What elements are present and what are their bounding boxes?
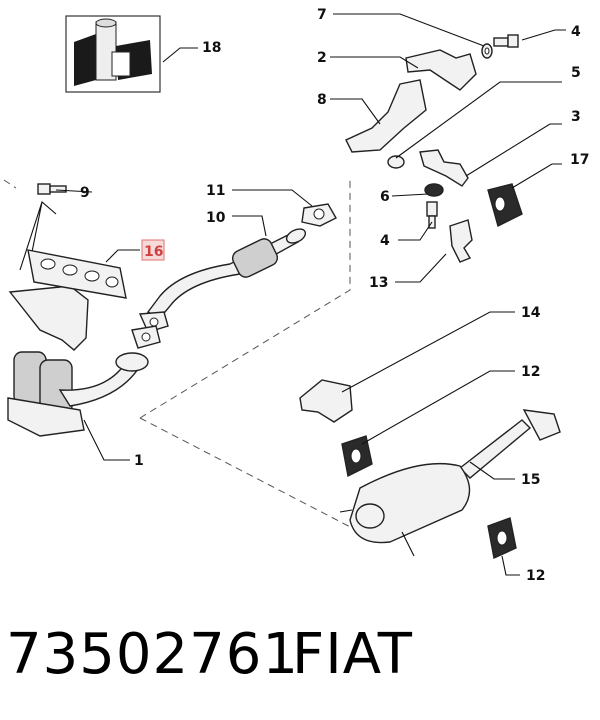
washer-icon [481,43,493,59]
assembly-boundary-line [3,179,17,189]
rear-silencer [339,409,561,557]
callout-4[interactable]: 4 [380,233,390,249]
callout-12[interactable]: 12 [521,364,540,380]
part-footer: 73502761 FIAT [0,620,600,700]
callout-7[interactable]: 7 [317,7,327,23]
washer-icon [424,183,444,197]
callout-9[interactable]: 9 [80,185,90,201]
pipe-gasket [301,203,337,227]
callout-10[interactable]: 10 [206,210,226,226]
exhaust-parts-diagram: 18 7 2 4 8 5 3 17 6 4 13 9 11 10 16 1 14… [3,7,589,584]
callout-18[interactable]: 18 [202,40,221,56]
bolt-icon [426,201,438,229]
callout-16[interactable]: 16 [144,244,163,260]
rear-support-bracket [299,379,353,423]
rubber-mount-icon [487,517,517,560]
brand-name: FIAT [292,622,413,687]
hanger-bracket [449,219,473,263]
callout-12[interactable]: 12 [526,568,545,584]
callout-13[interactable]: 13 [369,275,388,291]
callout-2[interactable]: 2 [317,50,327,66]
callout-3[interactable]: 3 [571,109,581,125]
callout-11[interactable]: 11 [206,183,225,199]
callout-4[interactable]: 4 [571,24,581,40]
bolt-icon [493,34,519,48]
bolt-group-bracket [19,201,57,271]
washer-icon [387,155,405,169]
bolt-icon [37,183,67,195]
callout-1[interactable]: 1 [134,453,144,469]
rubber-mount-icon [341,435,373,478]
rubber-mount-icon [487,183,523,228]
manifold-gasket [27,249,127,299]
callout-8[interactable]: 8 [317,92,327,108]
callout-17[interactable]: 17 [570,152,589,168]
front-exhaust-pipe [146,228,307,319]
exhaust-manifold-catalyst [7,285,149,437]
assembly-boundary-line [139,178,351,419]
callout-15[interactable]: 15 [521,472,540,488]
pipe-clamp [419,149,469,187]
fiat-parts-box-icon [65,15,161,93]
support-bracket [345,79,427,153]
callout-14[interactable]: 14 [521,305,541,321]
callout-5[interactable]: 5 [571,65,581,81]
pipe-gasket [131,325,161,349]
callout-6[interactable]: 6 [380,189,390,205]
callout-highlight [141,239,165,261]
mounting-bracket [405,49,477,91]
leader-lines [55,13,566,576]
assembly-boundary-line [139,417,361,533]
part-number: 73502761 [6,622,300,687]
